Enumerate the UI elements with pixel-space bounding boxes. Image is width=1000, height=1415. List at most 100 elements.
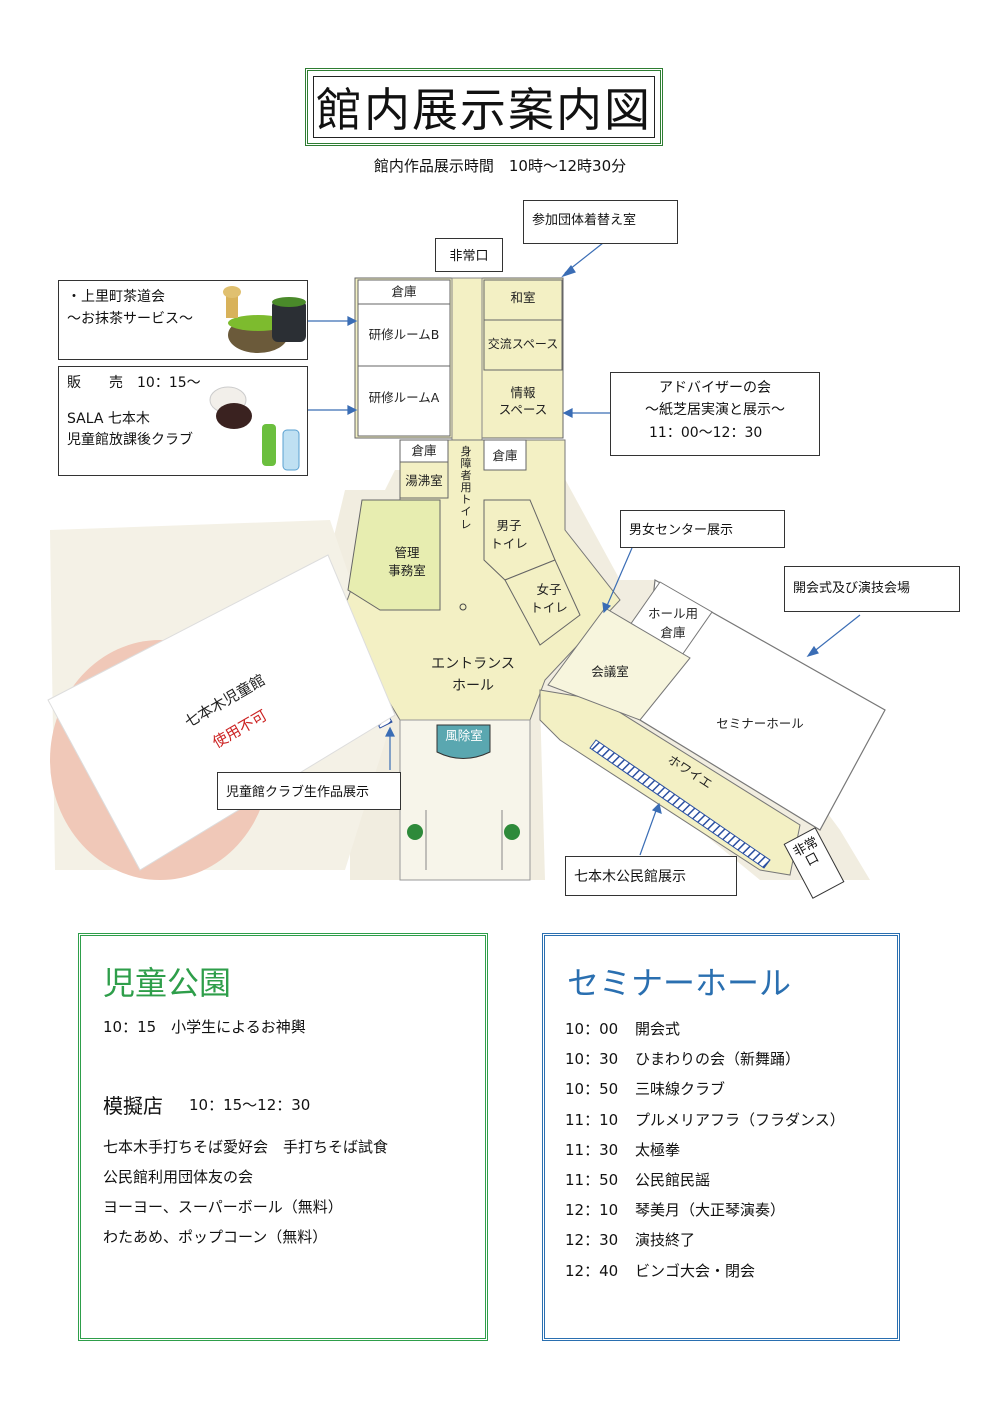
callout-sales-spacer xyxy=(67,395,299,409)
schedule-row: 11：30 太極拳 xyxy=(565,1139,845,1169)
park-mogi-title: 模擬店 xyxy=(103,1094,163,1118)
meeting-room xyxy=(547,607,691,721)
callout-sales: 販 売 10：15～ SALA 七本木 児童館放課後クラブ xyxy=(58,366,308,476)
label-washitsu: 和室 xyxy=(510,290,536,305)
schedule-event: ひまわりの会（新舞踊） xyxy=(635,1050,801,1069)
schedule-time: 12：30 xyxy=(565,1231,619,1250)
label-kenshu-a: 研修ルームA xyxy=(368,390,440,405)
label-kanri-2: 事務室 xyxy=(388,563,426,578)
schedule-event: 演技終了 xyxy=(635,1231,696,1250)
arrowhead-advisor xyxy=(562,408,573,418)
label-kenshu-b: 研修ルームB xyxy=(368,327,440,342)
schedule-event: 太極拳 xyxy=(635,1140,681,1159)
hatch-strip-foyer xyxy=(589,739,771,869)
schedule-time: 10：30 xyxy=(565,1050,619,1069)
callout-sales-line2: SALA 七本木 xyxy=(67,410,150,427)
seminar-title: セミナーホール xyxy=(567,964,792,1002)
room-washitsu xyxy=(483,279,563,321)
park-item-3: ヨーヨー、スーパーボール（無料） xyxy=(103,1198,343,1216)
callout-advisor-line3: 11：00～12：30 xyxy=(649,424,763,441)
callout-tea-line2: ～お抹茶サービス～ xyxy=(67,310,193,327)
label-shogai-toilet: 身障者用トイレ xyxy=(460,445,472,531)
park-item-4: わたあめ、ポップコーン（無料） xyxy=(103,1228,328,1246)
label-fujo: 風除室 xyxy=(445,728,483,743)
schedule-event: プルメリアフラ（フラダンス） xyxy=(635,1110,845,1129)
seminar-schedule: 10：00 開会式 10：30 ひまわりの会（新舞踊） 10：50 三味線クラブ 11… xyxy=(565,1018,845,1290)
schedule-time: 12：40 xyxy=(565,1261,619,1280)
plant-left-icon xyxy=(407,824,423,840)
park-item-1: 七本木手打ちそば愛好会 手打ちそば試食 xyxy=(103,1138,389,1156)
schedule-time: 10：00 xyxy=(565,1020,619,1038)
sweets-drinks-icon xyxy=(209,386,300,471)
schedule-time: 11：30 xyxy=(565,1140,619,1159)
label-danshi-2: トイレ xyxy=(490,536,528,551)
arrow-danjo xyxy=(605,547,633,609)
fujo-room xyxy=(436,724,491,759)
callout-danjo: 男女センター展示 xyxy=(620,510,785,548)
park-item-2: 公民館利用団体友の会 xyxy=(103,1168,254,1186)
schedule-time: 12：10 xyxy=(565,1201,619,1220)
park-mikoshi: 10：15 小学生によるお神輿 xyxy=(103,1018,306,1036)
callout-advisor-line1: アドバイザーの会 xyxy=(659,380,771,396)
center-mark xyxy=(459,603,467,611)
arrowhead-kominkan xyxy=(651,802,662,814)
label-yufutsu: 湯沸室 xyxy=(405,473,443,488)
schedule-event: 開会式 xyxy=(635,1020,681,1038)
label-joho-1: 情報 xyxy=(510,385,536,400)
room-storage-right xyxy=(483,439,527,471)
schedule-row: 12：30 演技終了 xyxy=(565,1229,845,1259)
label-kaigi: 会議室 xyxy=(591,664,629,679)
label-soko-top: 倉庫 xyxy=(391,284,417,299)
callout-jidokan-club: 児童館クラブ生作品展示 xyxy=(217,772,401,810)
label-joho-2: スペース xyxy=(498,402,548,417)
label-entrance-2: ホール xyxy=(452,678,494,694)
room-storage-top xyxy=(357,279,451,305)
schedule-row: 12：40 ビンゴ大会・閉会 xyxy=(565,1260,845,1290)
jidokan-card xyxy=(47,554,396,871)
label-entrance-1: エントランス xyxy=(431,656,515,672)
arrows xyxy=(308,242,861,856)
schedule-event: 琴美月（大正琴演奏） xyxy=(635,1201,786,1220)
management-office xyxy=(347,499,441,611)
schedule-time: 11：50 xyxy=(565,1170,619,1189)
seminar-panel: セミナーホール 10：00 開会式 10：30 ひまわりの会（新舞踊） 10：50 三… xyxy=(542,933,900,1341)
callout-sales-line1: 販 売 10：15～ xyxy=(67,375,201,391)
schedule-time: 11：10 xyxy=(565,1110,619,1129)
room-yufutsu xyxy=(399,461,449,499)
callout-sales-line3: 児童館放課後クラブ xyxy=(67,432,193,449)
label-soko-left: 倉庫 xyxy=(411,443,437,458)
title-inner-frame xyxy=(313,76,655,138)
arrowhead-sanka xyxy=(561,264,576,278)
label-koryu: 交流スペース xyxy=(487,337,559,351)
label-joshi-2: トイレ xyxy=(530,600,568,615)
park-panel: 児童公園 10：15 小学生によるお神輿 模擬店 10：15～12：30 七本木… xyxy=(78,933,488,1341)
park-mogi-time: 10：15～12：30 xyxy=(189,1096,311,1114)
label-soko-right: 倉庫 xyxy=(492,448,518,463)
matcha-icon xyxy=(223,286,306,353)
schedule-event: ビンゴ大会・閉会 xyxy=(635,1261,756,1280)
callout-tea-line1: ・上里町茶道会 xyxy=(67,289,165,305)
label-seminar-hall: セミナーホール xyxy=(716,716,804,731)
schedule-event: 三味線クラブ xyxy=(635,1080,726,1099)
callout-sanka: 参加団体着替え室 xyxy=(523,200,678,244)
arrowhead-sales xyxy=(347,405,358,415)
label-hall-soko-2: 倉庫 xyxy=(660,625,686,640)
callout-advisor: アドバイザーの会 ～紙芝居実演と展示～ 11：00～12：30 xyxy=(610,372,820,456)
label-hall-soko-1: ホール用 xyxy=(647,606,698,621)
park-title: 児童公園 xyxy=(103,964,232,1002)
arrow-kominkan xyxy=(639,807,658,856)
arrowhead-tea xyxy=(347,316,358,326)
callout-hijoguchi-top: 非常口 xyxy=(435,238,503,272)
callout-advisor-line2: ～紙芝居実演と展示～ xyxy=(645,402,785,419)
foyer-floor xyxy=(539,689,801,876)
label-danshi-1: 男子 xyxy=(496,518,522,533)
room-koryu xyxy=(483,319,563,371)
arrowhead-kaikai xyxy=(806,645,819,658)
arrowhead-danjo xyxy=(602,602,612,614)
schedule-time: 10：50 xyxy=(565,1080,619,1099)
arrowhead-jidokan-club xyxy=(385,726,395,737)
schedule-row: 10：50 三味線クラブ xyxy=(565,1078,845,1108)
room-kenshu-a xyxy=(357,365,451,437)
schedule-row: 10：30 ひまわりの会（新舞踊） xyxy=(565,1048,845,1078)
label-kanri-1: 管理 xyxy=(394,545,420,560)
